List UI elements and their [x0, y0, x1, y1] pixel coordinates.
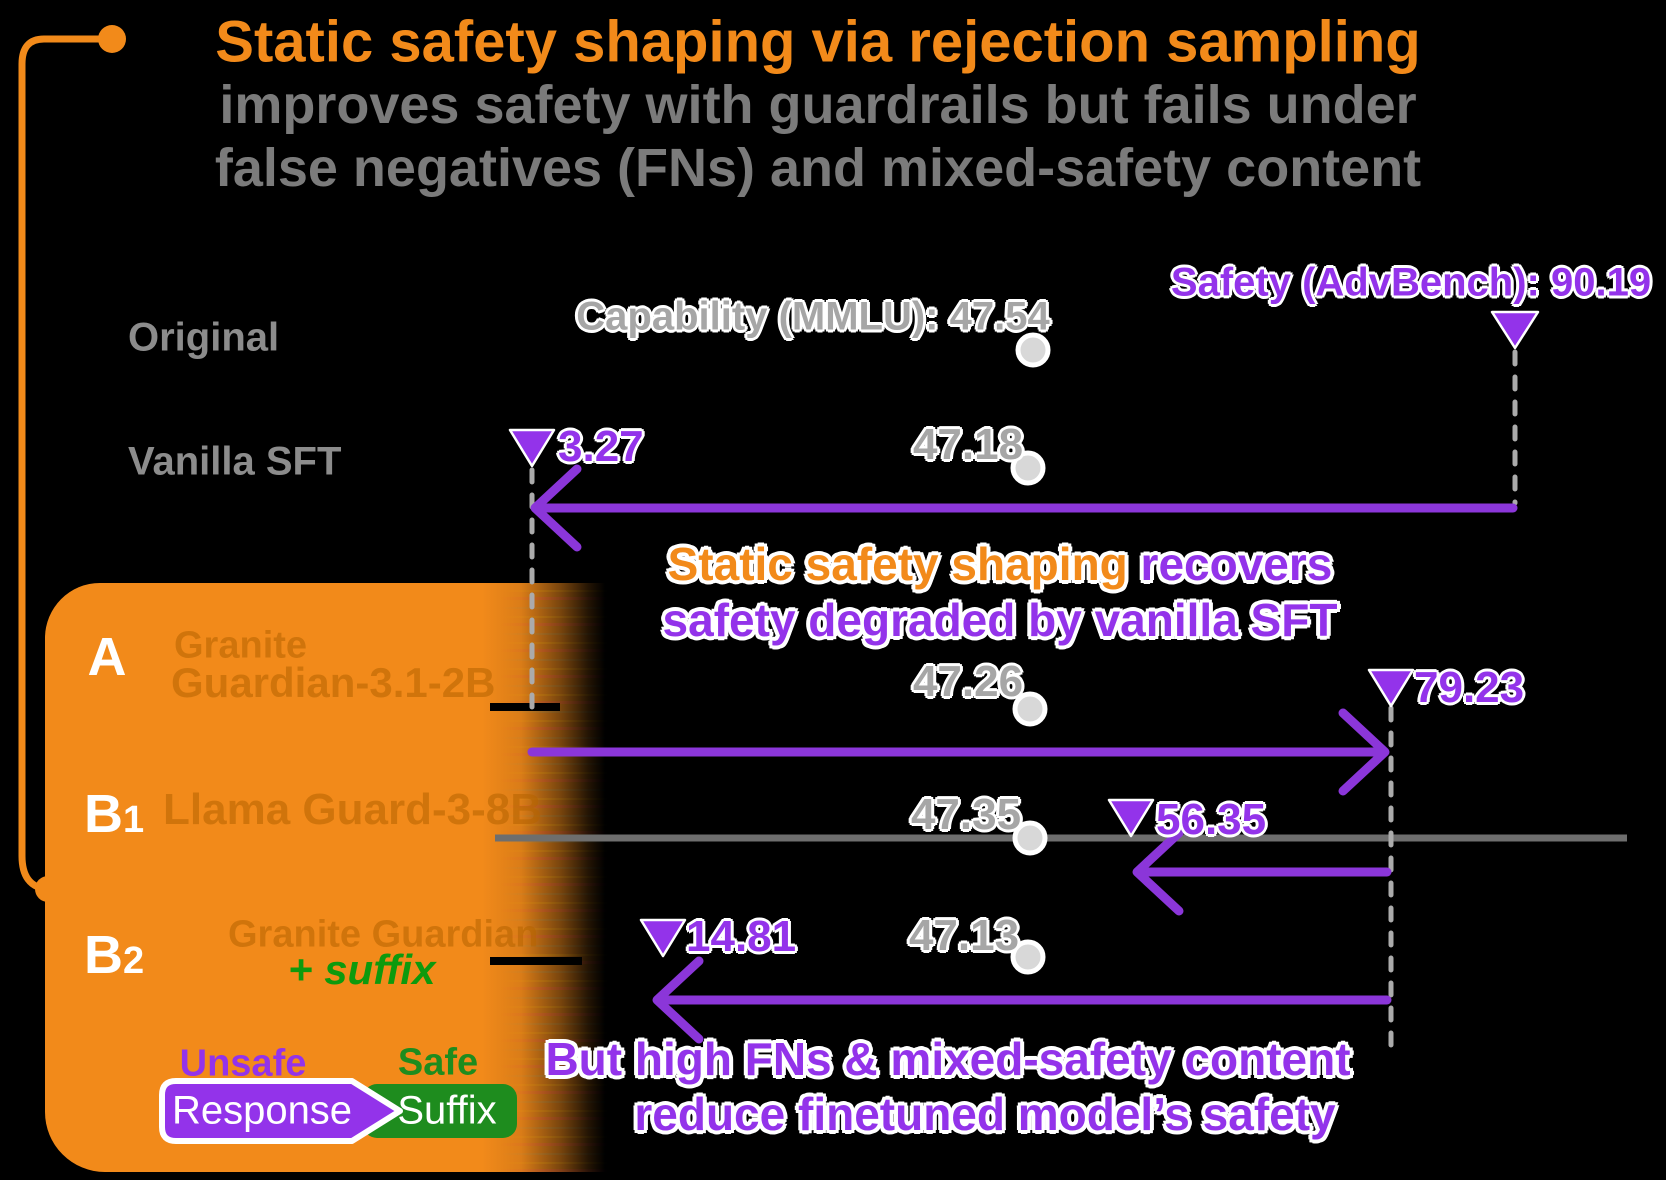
value-safety-b1: 56.35	[1156, 795, 1267, 844]
row-label-original: Original	[128, 315, 280, 360]
value-mmlu-b2: 47.13	[908, 911, 1020, 960]
orange-box-noise-edge	[500, 583, 610, 1172]
orange-guardrail-box	[45, 583, 605, 1172]
dot-mmlu-a	[1012, 691, 1048, 727]
value-safety-b2: 14.81	[686, 912, 797, 961]
ghost-model-b2: Granite Guardian	[228, 913, 539, 956]
dot-mmlu-vanilla	[1010, 450, 1046, 486]
legend-safe-label: Safe	[397, 1041, 479, 1084]
row-label-b1-subscript: 1	[123, 799, 145, 841]
row-label-b2-letter: B	[84, 925, 123, 985]
marker-safety-b1-icon	[1107, 798, 1155, 838]
b2-suffix-note: + suffix	[288, 946, 436, 993]
connector-end-dot-icon	[35, 876, 61, 902]
figure-title-line1: Static safety shaping via rejection samp…	[215, 9, 1421, 75]
value-mmlu-vanilla: 47.18	[912, 420, 1024, 469]
ghost-model-a-line2: Guardian-3.1-2B	[171, 659, 496, 706]
figure-title-line3: false negatives (FNs) and mixed-safety c…	[214, 138, 1422, 198]
row-label-a: A	[87, 627, 127, 687]
ghost-model-a-line1: Granite	[174, 624, 308, 667]
arrow-b2-drop-head-icon	[652, 956, 704, 1044]
row-label-b1: B1	[84, 783, 144, 845]
row-label-b2-subscript: 2	[123, 940, 145, 982]
legend-response-text: Response	[171, 1088, 353, 1133]
legend-suffix-text: Suffix	[397, 1088, 497, 1133]
annotation-recovers-orange: Static safety shaping	[667, 538, 1128, 590]
value-safety-vanilla: 3.27	[558, 422, 644, 471]
safety-header: Safety (AdvBench): 90.19	[1170, 260, 1652, 305]
annotation-recovers-line2: safety degraded by vanilla SFT	[662, 594, 1338, 646]
legend-suffix-box	[363, 1084, 517, 1138]
ghost-model-b1: Llama Guard-3-8B	[163, 785, 542, 834]
annotation-reduce-line1: But high FNs & mixed-safety content	[545, 1033, 1351, 1085]
value-mmlu-a: 47.26	[912, 657, 1024, 706]
marker-safety-vanilla-icon	[508, 428, 556, 468]
row-label-vanilla-sft: Vanilla SFT	[128, 439, 342, 484]
dot-mmlu-b2	[1010, 939, 1046, 975]
value-safety-a: 79.23	[1414, 663, 1525, 712]
marker-safety-b2-icon	[639, 918, 687, 958]
dot-mmlu-b1	[1012, 820, 1048, 856]
value-mmlu-b1: 47.35	[910, 790, 1022, 839]
arrow-a-recover-head-icon	[1338, 708, 1390, 796]
capability-header: Capability (MMLU): 47.54	[576, 294, 1050, 339]
legend-unsafe-label: Unsafe	[179, 1042, 307, 1085]
annotation-recovers: Static safety shaping recovers	[668, 537, 1333, 591]
row-label-b2: B2	[84, 924, 144, 986]
dot-mmlu-original	[1015, 332, 1051, 368]
arrow-vanilla-drop-head-icon	[530, 464, 582, 552]
arrow-b1-drop-head-icon	[1132, 828, 1184, 916]
title-bullet-icon	[98, 25, 126, 53]
annotation-reduce-line2: reduce finetuned model’s safety	[634, 1088, 1336, 1140]
title-connector-line	[18, 35, 112, 893]
figure-title-line2: improves safety with guardrails but fail…	[219, 75, 1417, 135]
legend-response-arrow	[159, 1078, 403, 1144]
annotation-recovers-purple: recovers	[1127, 538, 1333, 590]
row-label-b1-letter: B	[84, 784, 123, 844]
marker-safety-original-icon	[1490, 310, 1540, 350]
marker-safety-a-icon	[1367, 668, 1415, 708]
